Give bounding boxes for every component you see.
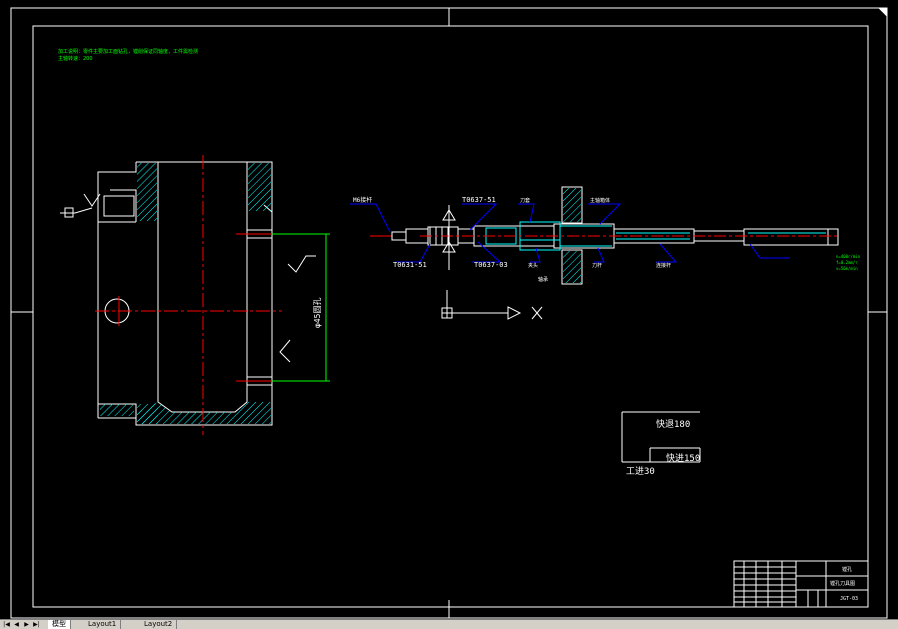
leader-lines — [350, 203, 790, 263]
inner-frame — [32, 25, 869, 608]
next-tab-icon[interactable]: ▶ — [24, 621, 29, 628]
title-name: 镗孔 — [842, 566, 852, 573]
label-dao-tao: 刀套 — [520, 197, 530, 204]
tab-model[interactable]: 模型 — [48, 620, 71, 629]
label-t0637-03: T0637-03 — [474, 261, 508, 269]
param-1: n=400r/min — [836, 254, 861, 259]
spindle-wall — [561, 186, 583, 285]
label-t0637-51: T0637-51 — [462, 196, 496, 204]
layout-tab-bar: |◀ ◀ ▶ ▶| 模型 Layout1 Layout2 — [0, 619, 898, 629]
spindle-wall-hatch — [563, 188, 581, 283]
feed-cycle-diagram — [621, 411, 701, 463]
bore-dim-label: φ45圆孔 — [313, 298, 322, 328]
datum-triangle-bottom — [442, 241, 456, 253]
title-block — [733, 560, 869, 608]
note-line-2: 主轴转速：200 — [58, 56, 93, 62]
title-sheet: 镗孔刀具图 — [830, 580, 855, 587]
label-m6: M6接杆 — [353, 196, 372, 204]
note-line-1: 加工说明：零件主要加工面钻孔，镗削保证同轴度，工件需检测 — [58, 49, 199, 55]
first-tab-icon[interactable]: |◀ — [3, 621, 10, 628]
tab-layout2[interactable]: Layout2 — [140, 620, 178, 629]
param-3: v=56m/min — [836, 266, 858, 271]
roughness-symbols — [60, 193, 316, 363]
fast-back-label: 快退180 — [656, 418, 690, 430]
label-t0631-51: T0631-51 — [393, 261, 427, 269]
ucs-icon — [441, 290, 543, 320]
hatch-regions — [100, 163, 271, 424]
last-tab-icon[interactable]: ▶| — [33, 621, 40, 628]
datum-triangle-top — [442, 209, 456, 221]
label-dao-gan: 刀杆 — [592, 262, 602, 269]
bore-dimension — [272, 233, 330, 382]
tool-hatch — [485, 221, 826, 251]
label-zhou-cheng: 轴承 — [538, 276, 548, 283]
fast-forward-label: 快进150 — [666, 452, 700, 464]
title-code: JGT-03 — [840, 596, 858, 602]
tab-layout1[interactable]: Layout1 — [84, 620, 122, 629]
param-2: f=0.2mm/r — [836, 260, 858, 265]
label-zhu-zhou: 主轴箱体 — [590, 197, 610, 204]
prev-tab-icon[interactable]: ◀ — [14, 621, 19, 628]
centering-marks — [11, 8, 887, 618]
label-lian-jie: 连接杆 — [656, 262, 671, 269]
workpiece-section — [97, 161, 273, 426]
work-feed-label: 工进30 — [626, 466, 655, 477]
label-jia-tou: 夹头 — [528, 262, 538, 269]
